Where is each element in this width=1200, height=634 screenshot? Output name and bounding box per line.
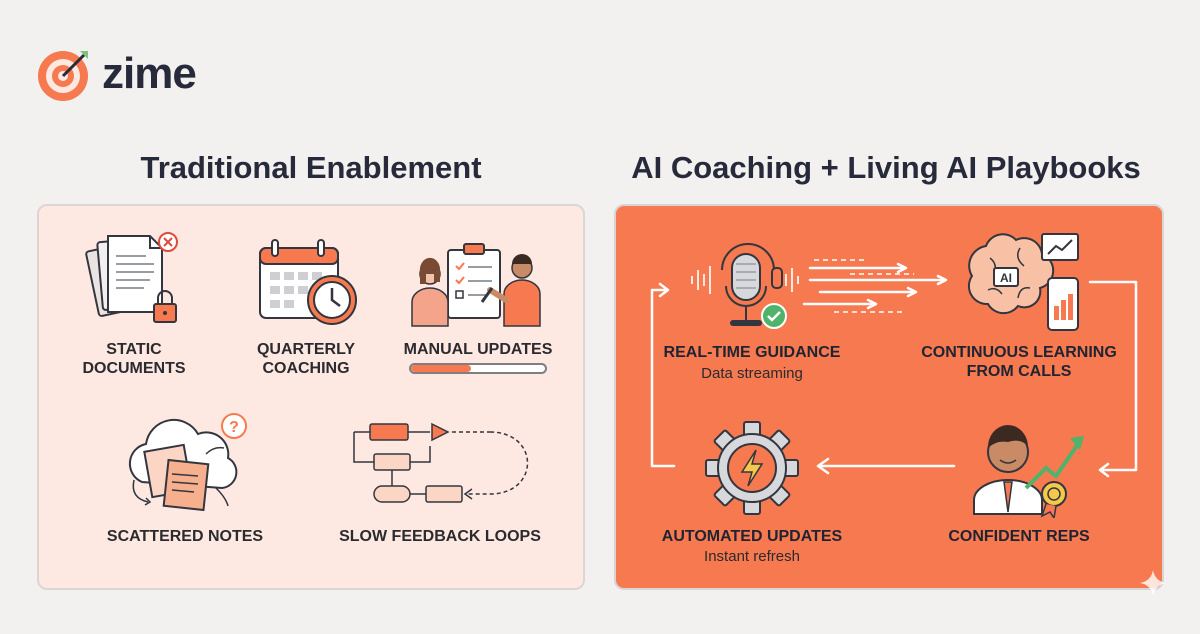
- right-column-title: AI Coaching + Living AI Playbooks: [631, 150, 1141, 185]
- brand-logo: zime: [36, 44, 226, 104]
- lightning-gear-icon: [700, 418, 804, 518]
- quarterly-coaching-label-line-2: COACHING: [262, 360, 350, 377]
- continuous-learning-label-line-2: FROM CALLS: [966, 363, 1072, 380]
- confident-rep-icon: [966, 414, 1090, 518]
- continuous-learning-label: CONTINUOUS LEARNING FROM CALLS: [904, 343, 1134, 381]
- manual-updates-progress-bar: [409, 363, 547, 374]
- scattered-notes-label: SCATTERED NOTES: [106, 528, 264, 545]
- manual-updates-label: MANUAL UPDATES: [403, 341, 553, 358]
- slow-feedback-loops-label: SLOW FEEDBACK LOOPS: [339, 528, 541, 545]
- continuous-learning-label-line-1: CONTINUOUS LEARNING: [921, 344, 1117, 361]
- manual-updates-icon: [408, 240, 548, 328]
- automated-updates-label: AUTOMATED UPDATES: [661, 528, 843, 545]
- target-logo-icon: [38, 51, 88, 101]
- static-documents-icon: [84, 230, 184, 330]
- sparkle-icon: [1138, 568, 1168, 598]
- scattered-notes-icon: ?: [120, 410, 250, 518]
- manual-updates-progress-fill: [411, 365, 472, 372]
- ai-chip-text: AI: [1000, 271, 1012, 285]
- headset-microphone-icon: [688, 230, 808, 334]
- ai-brain-icon: AI: [960, 228, 1090, 338]
- svg-text:?: ?: [229, 419, 239, 436]
- calendar-clock-icon: [254, 234, 364, 334]
- cycle-arrows: [650, 259, 1138, 478]
- flowchart-icon: [340, 416, 540, 516]
- quarterly-coaching-label-line-1: QUARTERLY: [256, 341, 356, 358]
- real-time-guidance-label: REAL-TIME GUIDANCE: [663, 344, 841, 361]
- static-documents-label-line-1: STATIC: [106, 341, 162, 358]
- quarterly-coaching-label: QUARTERLY COACHING: [236, 340, 376, 378]
- confident-reps-label: CONFIDENT REPS: [948, 528, 1090, 545]
- brand-name: zime: [102, 49, 197, 98]
- real-time-guidance-sub: Data streaming: [701, 365, 803, 382]
- automated-updates-sub: Instant refresh: [704, 548, 800, 565]
- static-documents-label-line-2: DOCUMENTS: [82, 360, 186, 377]
- static-documents-label: STATIC DOCUMENTS: [64, 340, 204, 378]
- left-column-title: Traditional Enablement: [140, 150, 482, 185]
